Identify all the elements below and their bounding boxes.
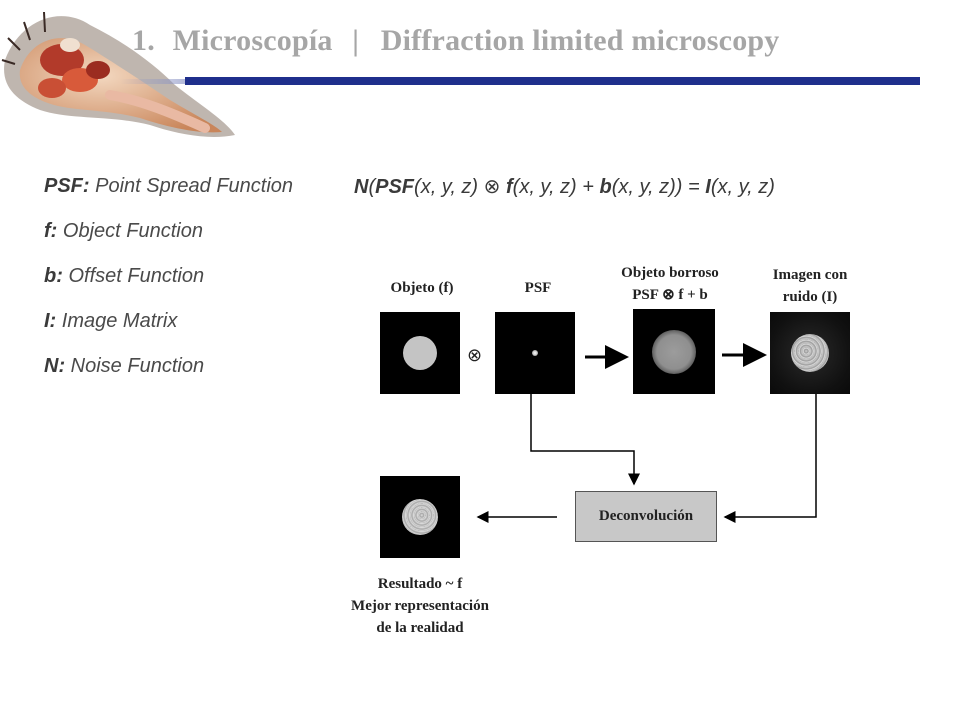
title-sub: Diffraction limited microscopy <box>380 24 780 57</box>
object-disc <box>403 336 437 370</box>
title-number: 1. <box>132 24 155 57</box>
definition-psf: PSF: Point Spread Function <box>44 175 294 197</box>
logo-illustration <box>1 11 235 137</box>
definitions-list: PSF: Point Spread Function f: Object Fun… <box>44 172 314 397</box>
psf-image <box>495 312 575 394</box>
label-blurred-object: Objeto borroso PSF ⊗ f + b <box>621 265 719 303</box>
psf-point <box>532 350 538 356</box>
noisy-disc <box>791 334 829 372</box>
title-rule <box>185 77 920 85</box>
object-image <box>380 312 460 394</box>
noisy-image <box>770 312 850 394</box>
imaging-formula: N(PSF(x, y, z) ⊗ f(x, y, z) + b(x, y, z)… <box>354 176 775 198</box>
result-disc <box>402 499 438 535</box>
title-main: Microscopía <box>172 24 333 57</box>
arrow-noisy-to-deconvolution <box>723 394 817 523</box>
convolution-symbol: ⊗ <box>467 345 483 366</box>
definition-i: I: Image Matrix <box>44 310 178 332</box>
label-psf: PSF <box>524 280 552 296</box>
definition-b: b: Offset Function <box>44 265 205 287</box>
definition-n: N: Noise Function <box>44 355 205 377</box>
result-caption: Resultado ~ f Mejor representación de la… <box>351 576 489 636</box>
title-rule-fade <box>120 79 220 84</box>
deconvolution-box: Deconvolución <box>575 491 717 542</box>
blurred-image <box>633 309 715 394</box>
arrow-psf-to-deconvolution <box>530 394 640 486</box>
label-noisy-image: Imagen con ruido (I) <box>772 267 848 305</box>
label-object: Objeto (f) <box>390 280 454 296</box>
blurred-disc <box>652 330 696 374</box>
title-separator: | <box>352 24 360 57</box>
result-image <box>380 476 460 558</box>
slide-title: 1. Microscopía | Diffraction limited mic… <box>132 24 779 58</box>
definition-f: f: Object Function <box>44 220 203 242</box>
